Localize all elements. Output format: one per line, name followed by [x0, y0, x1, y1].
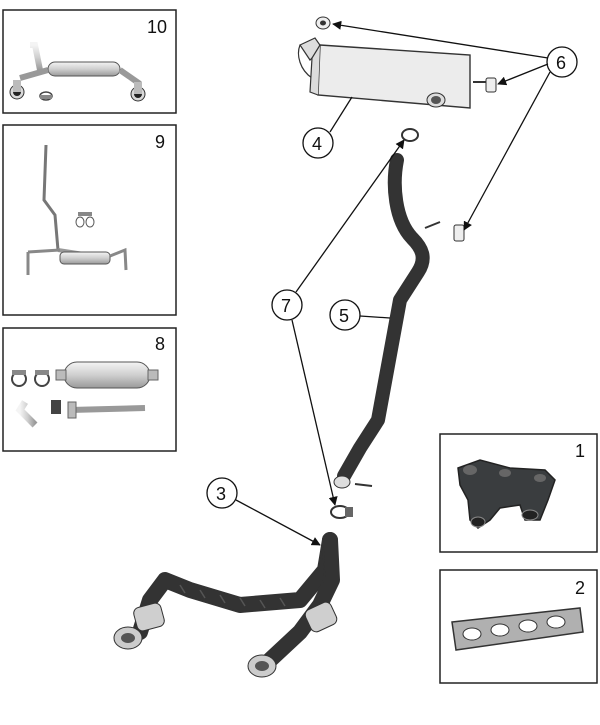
panel-8-muffler-kit[interactable]: 8 — [2, 327, 177, 452]
hanger-isolator-lower[interactable] — [453, 224, 465, 242]
panel-9-label: 9 — [155, 132, 165, 152]
manifold-gasket-illustration — [451, 607, 584, 651]
callout-5-number: 5 — [339, 306, 349, 326]
front-pipe-catalytic-converter-part[interactable] — [113, 532, 340, 678]
hanger-isolator-mid[interactable] — [473, 77, 497, 93]
main-exploded-view — [113, 16, 497, 678]
panel-2-label: 2 — [575, 578, 585, 598]
callout-5: 5 — [329, 299, 391, 331]
exhaust-manifold-illustration — [457, 459, 556, 529]
hanger-isolator-top[interactable] — [315, 16, 331, 30]
callout-4: 4 — [302, 96, 353, 159]
intermediate-pipe-part[interactable] — [333, 153, 441, 489]
panel-2-manifold-gasket[interactable]: 2 — [439, 569, 598, 684]
callout-3-number: 3 — [216, 484, 226, 504]
callout-7: 7 — [271, 139, 405, 506]
callout-4-number: 4 — [312, 134, 322, 154]
clamp-lower[interactable] — [330, 505, 353, 519]
callout-6-number: 6 — [556, 53, 566, 73]
panel-1-label: 1 — [575, 441, 585, 461]
muffler-kit-illustration — [11, 361, 159, 428]
panel-9-exhaust-kit[interactable]: 9 — [2, 124, 177, 316]
panel-10-label: 10 — [147, 17, 167, 37]
callout-7-number: 7 — [281, 296, 291, 316]
callout-6: 6 — [332, 20, 578, 231]
panel-1-exhaust-manifold[interactable]: 1 — [439, 433, 598, 553]
exhaust-kit-illustration — [26, 144, 128, 275]
cat-back-kit-illustration — [9, 42, 146, 102]
callout-3: 3 — [206, 477, 321, 546]
muffler-part[interactable] — [297, 37, 471, 109]
panel-8-label: 8 — [155, 334, 165, 354]
clamp-upper[interactable] — [401, 128, 419, 142]
panel-10-cat-back-kit[interactable]: 10 — [2, 9, 177, 114]
